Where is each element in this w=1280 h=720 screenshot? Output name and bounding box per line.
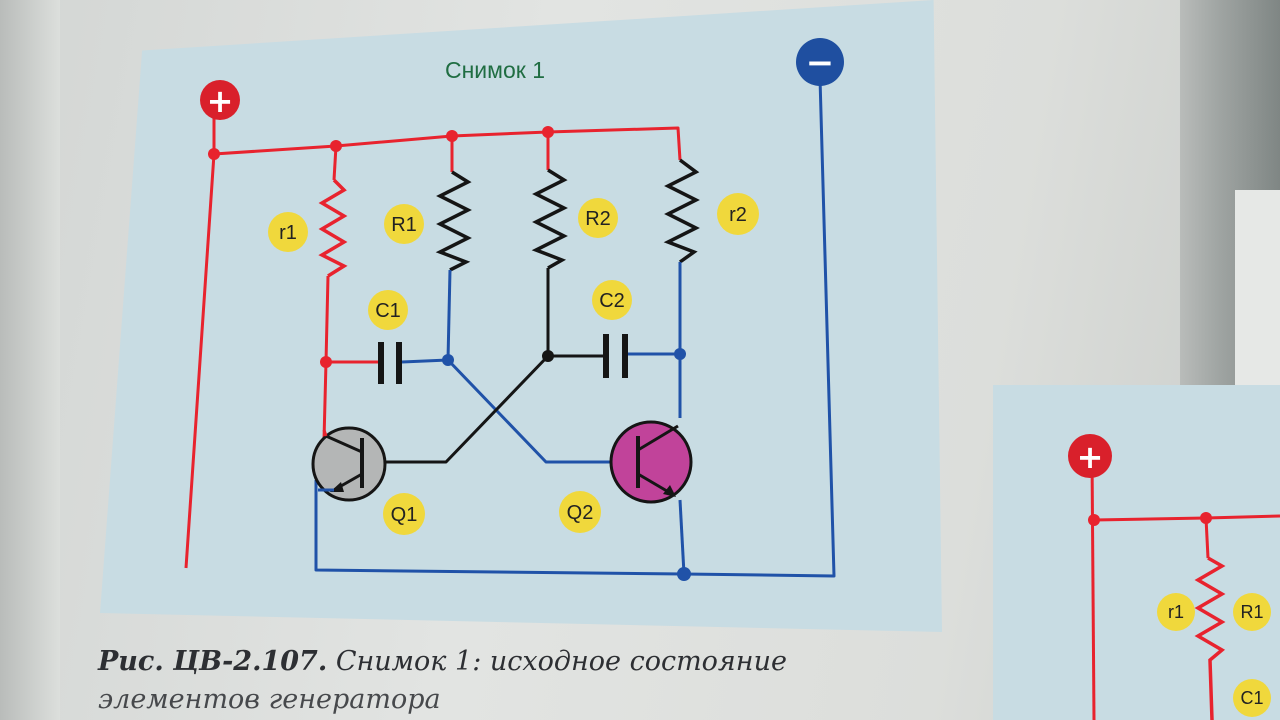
figure-caption: Рис. ЦВ-2.107. Снимок 1: исходное состоя… [98,646,787,677]
next-label-C1: C1 [1240,688,1263,708]
ground-bus [314,480,685,576]
q2-base-wire [446,358,612,464]
negative-terminal: − [796,38,844,86]
next-plus-icon: + [1077,438,1104,476]
next-diagram-panel [993,385,1280,720]
junctions [208,126,691,581]
label-r1: r1 [279,222,297,244]
q2-emitter-wire [678,499,686,575]
transistor-q1 [311,426,387,502]
q1-base-wire [362,354,550,464]
R1-bottom-wire [446,269,452,361]
label-R2: R2 [585,208,611,230]
capacitor-c2 [603,334,628,378]
c1-right-wire [401,358,449,364]
resistor-r2 [663,158,700,264]
resistor-R2 [531,168,568,270]
label-C2: C2 [599,290,625,312]
minus-icon: − [806,43,835,83]
label-R1: R1 [391,214,417,236]
label-Q1: Q1 [391,504,418,526]
next-diagram: + r1 R1 C1 [1068,434,1280,720]
positive-left-wire [184,118,216,569]
positive-terminal: + [200,80,240,120]
label-r2: r2 [729,204,747,226]
caption-text: Снимок 1: исходное состояние [327,646,787,677]
label-C1: C1 [375,300,401,322]
book-spine [0,0,60,720]
capacitor-c1 [378,342,402,384]
next-label-R1: R1 [1240,602,1263,622]
next-resistor-r1 [1194,556,1226,720]
signal-wires [362,268,604,464]
diagram-title: Снимок 1 [445,57,545,83]
positive-bus [213,126,682,161]
negative-right-wire [683,77,836,578]
diagram-panel [100,0,942,632]
resistor-R1 [435,170,472,272]
transistor-q2 [609,420,693,504]
figure-number: Рис. ЦВ-2.107. [98,646,328,677]
plus-icon: + [207,82,234,120]
resistor-r1 [318,178,348,278]
label-Q2: Q2 [567,502,594,524]
caption-line-2: элементов генератора [98,684,441,715]
next-label-r1: r1 [1168,602,1184,622]
